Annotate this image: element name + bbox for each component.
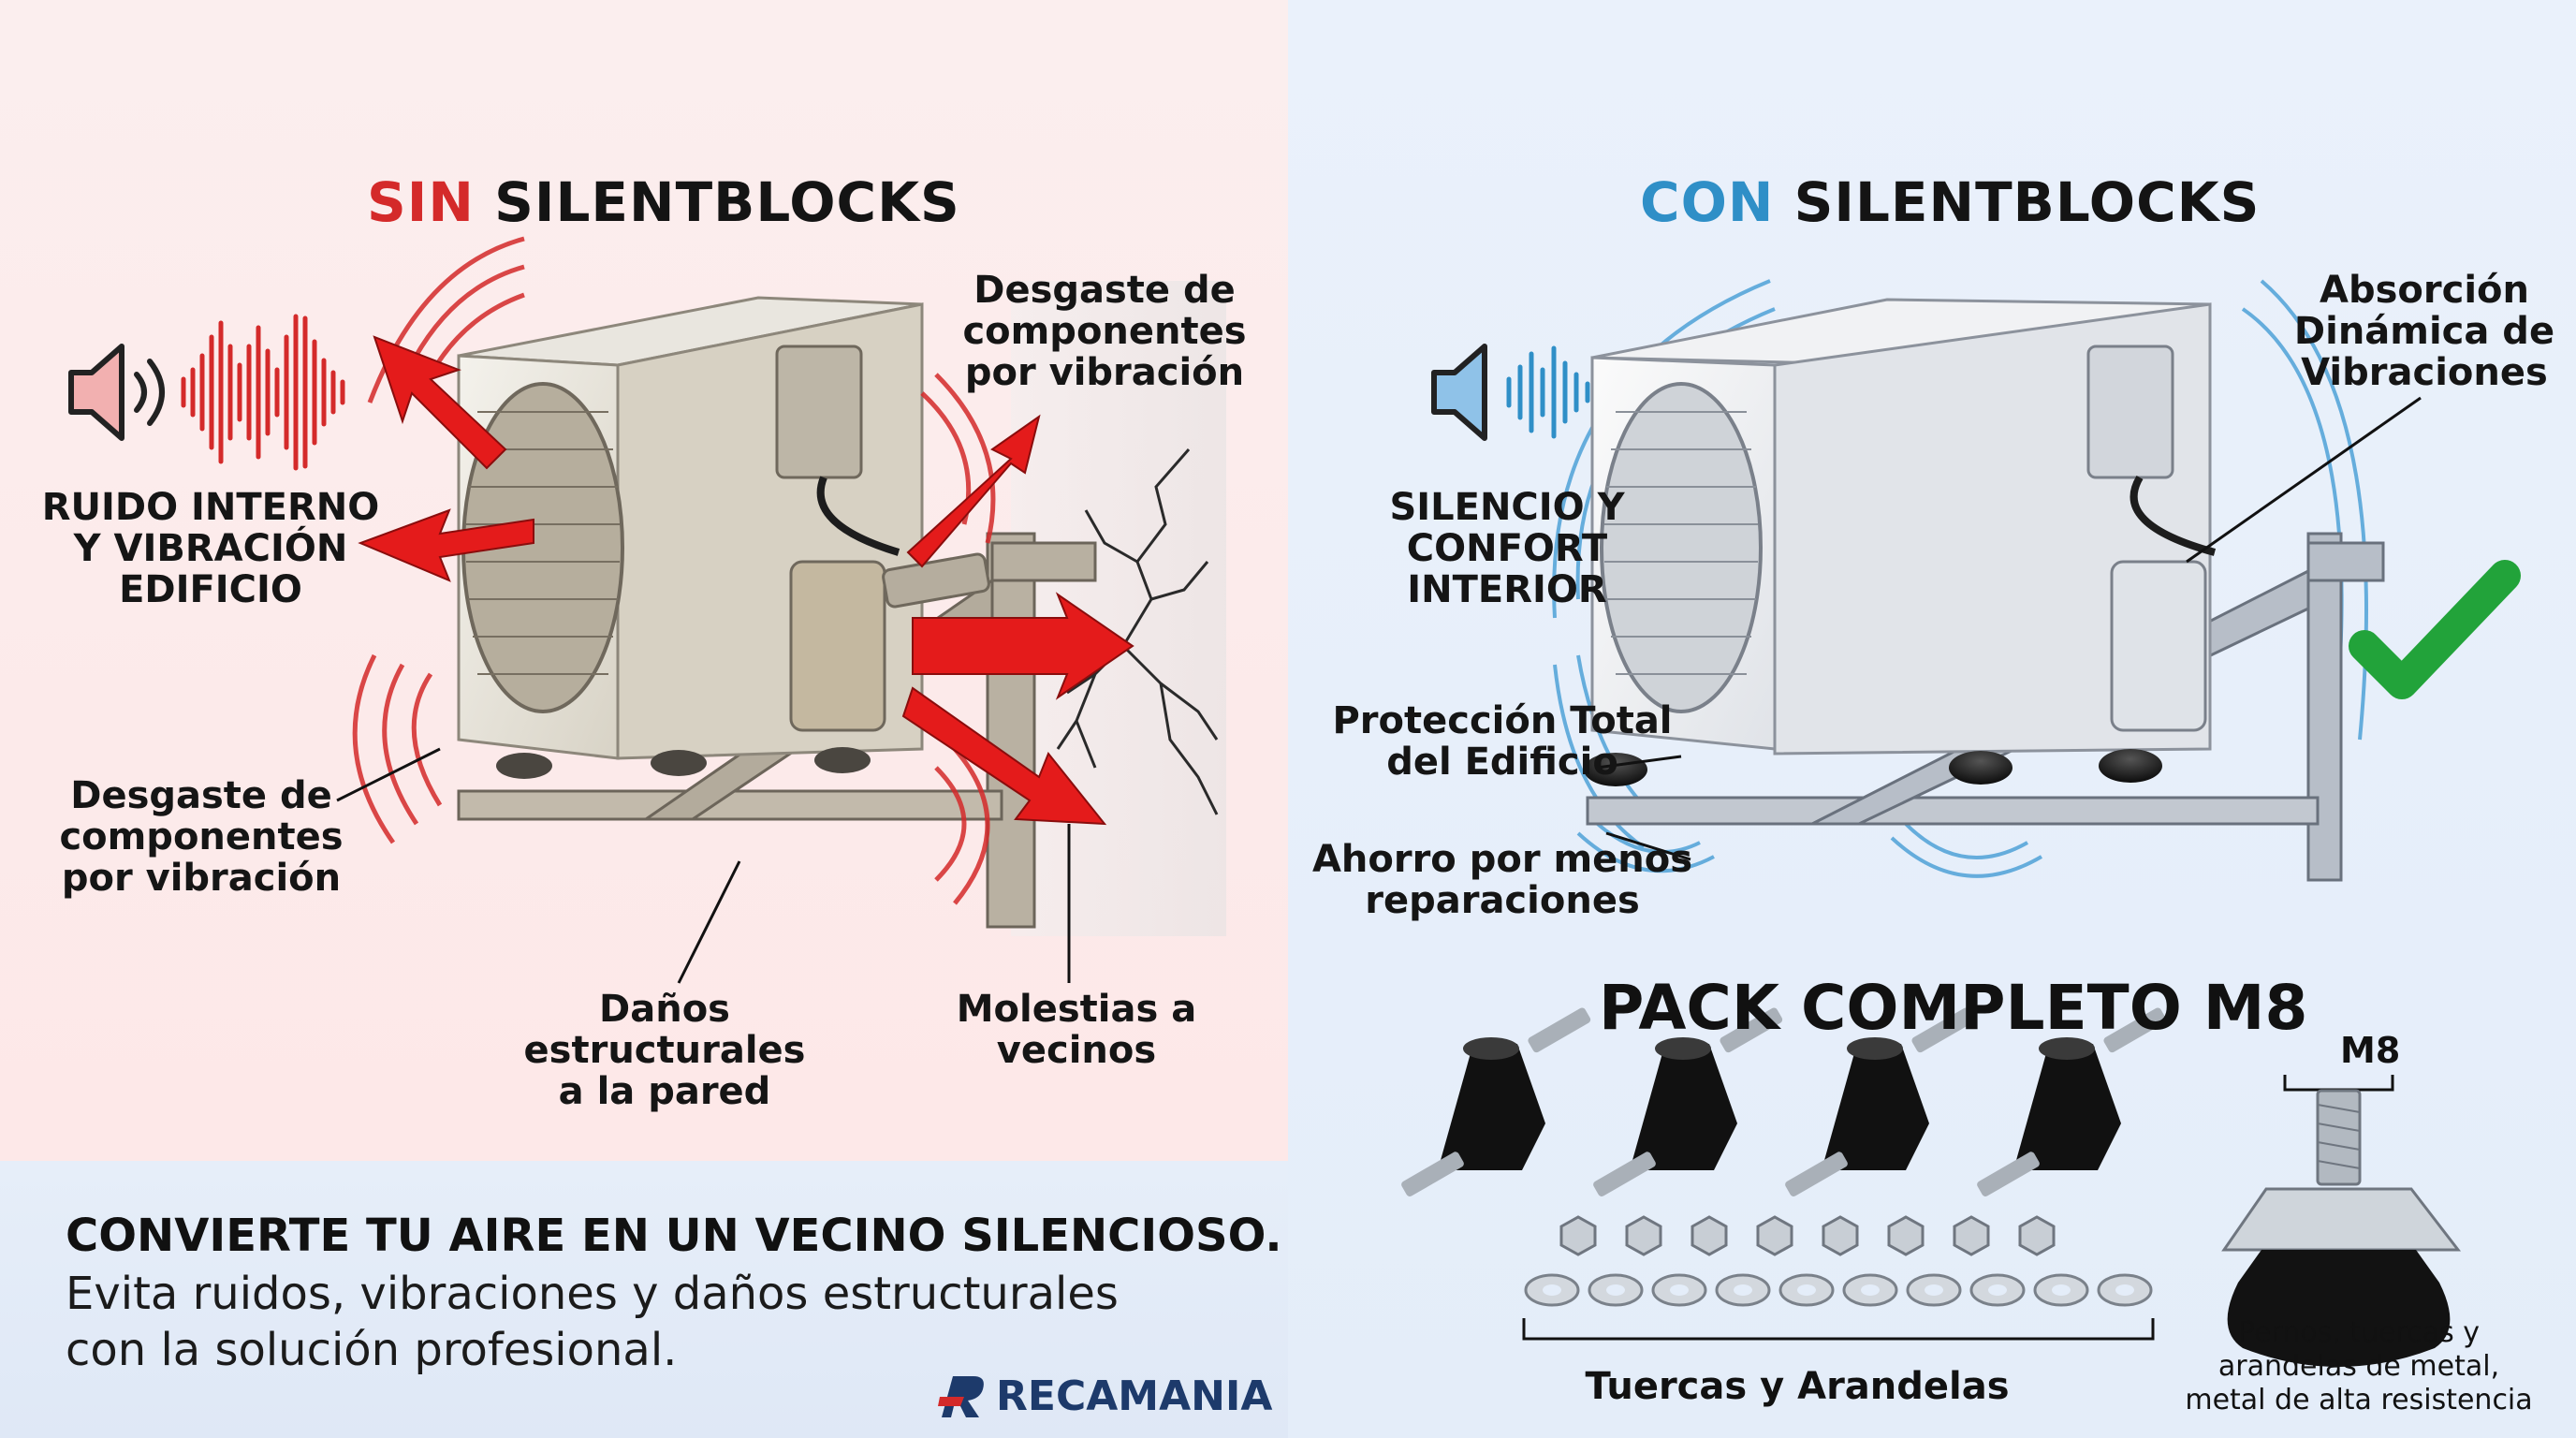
nuts-row — [1559, 1215, 2056, 1256]
label-absorption: Absorción Dinámica de Vibraciones — [2293, 269, 2555, 394]
pack-title: PACK COMPLETO M8 — [1599, 972, 2308, 1044]
brand-name: RECAMANIA — [996, 1372, 1273, 1420]
label-wear-top: Desgaste de componentes por vibración — [962, 269, 1247, 394]
nuts-label: Tuercas y Arandelas — [1585, 1365, 2010, 1408]
ac-unit — [457, 296, 990, 779]
left-heading-rest: SILENTBLOCKS — [494, 170, 960, 234]
sound-wave-icon — [1506, 345, 1590, 439]
bolts-label: Pernos, tuercas y arandelas de metal, me… — [2185, 1316, 2533, 1416]
label-structural-damage: Daños estructurales a la pared — [523, 988, 806, 1113]
banner-headline: CONVIERTE TU AIRE EN UN VECINO SILENCIOS… — [66, 1210, 1282, 1262]
m8-label: M8 — [2340, 1030, 2401, 1071]
silentblock-detail — [2221, 1075, 2462, 1367]
right-heading-rest: SILENTBLOCKS — [1793, 170, 2261, 234]
cracked-wall — [1011, 281, 1226, 936]
left-heading-prefix: SIN — [367, 170, 475, 234]
banner-text: Evita ruidos, vibraciones y daños estruc… — [66, 1268, 1119, 1376]
left-illustration — [68, 236, 1226, 984]
leader-lines — [1596, 396, 2422, 861]
nuts-bracket-line — [1522, 1318, 2155, 1341]
label-protection: Protección Total del Edificio — [1332, 699, 1673, 784]
silentblock-set — [1401, 1007, 2167, 1196]
label-wear-left: Desgaste de componentes por vibración — [59, 774, 344, 900]
bottom-banner — [0, 1161, 1288, 1438]
leader-lines — [336, 747, 1071, 984]
sound-wave-icon — [181, 314, 345, 471]
right-heading-prefix: CON — [1640, 170, 1775, 234]
label-savings: Ahorro por menos reparaciones — [1311, 838, 1693, 922]
washers-row — [1524, 1273, 2153, 1307]
check-icon — [2349, 560, 2521, 699]
brand-logo-icon — [938, 1376, 984, 1417]
label-silence: SILENCIO Y CONFORT INTERIOR — [1389, 486, 1625, 611]
label-noise: RUIDO INTERNO Y VIBRACIÓN EDIFICIO — [41, 486, 380, 611]
right-heading: CON SILENTBLOCKS — [1640, 170, 2260, 234]
vibration-arrows — [358, 335, 1134, 826]
right-illustration — [1401, 279, 2521, 1367]
speaker-icon — [1431, 344, 1487, 441]
ac-unit — [1584, 298, 2217, 786]
brand-logo[interactable]: RECAMANIA — [936, 1369, 1273, 1425]
speaker-icon — [68, 344, 165, 441]
left-heading: SIN SILENTBLOCKS — [367, 170, 960, 234]
label-neighbors: Molestias a vecinos — [956, 988, 1197, 1072]
